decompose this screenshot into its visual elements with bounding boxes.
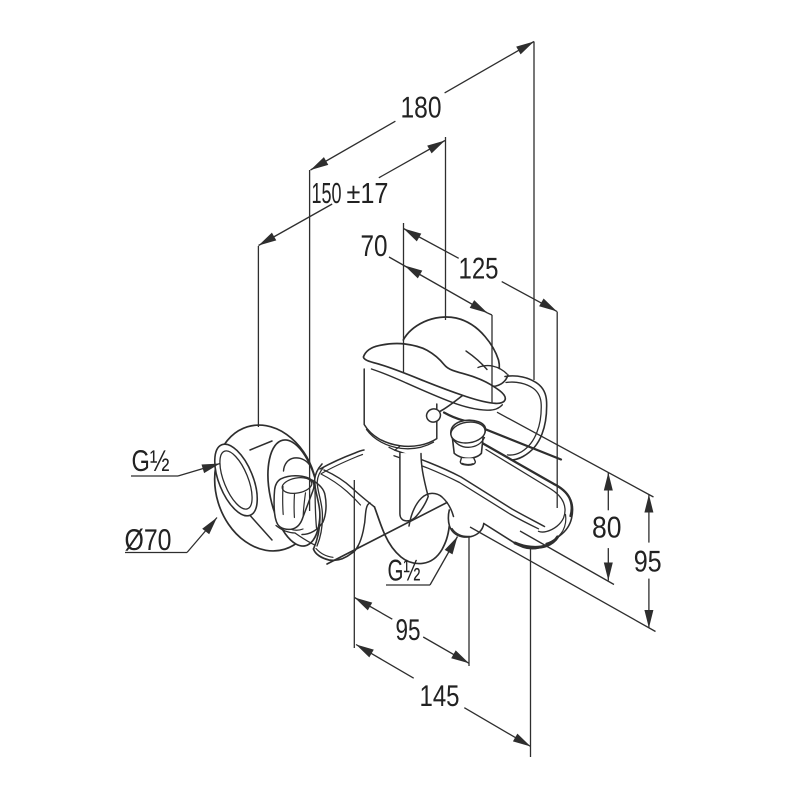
svg-text:95: 95 — [634, 546, 662, 579]
svg-text:125: 125 — [459, 253, 499, 286]
svg-text:80: 80 — [592, 511, 622, 544]
svg-text:±17: ±17 — [347, 178, 389, 210]
svg-text:G½: G½ — [388, 555, 421, 588]
svg-text:145: 145 — [420, 680, 460, 713]
svg-text:Ø70: Ø70 — [125, 524, 172, 557]
svg-text:70: 70 — [361, 230, 388, 263]
svg-text:G½: G½ — [132, 445, 170, 478]
svg-text:180: 180 — [401, 92, 442, 125]
svg-text:150: 150 — [312, 178, 342, 210]
svg-text:95: 95 — [396, 614, 421, 647]
